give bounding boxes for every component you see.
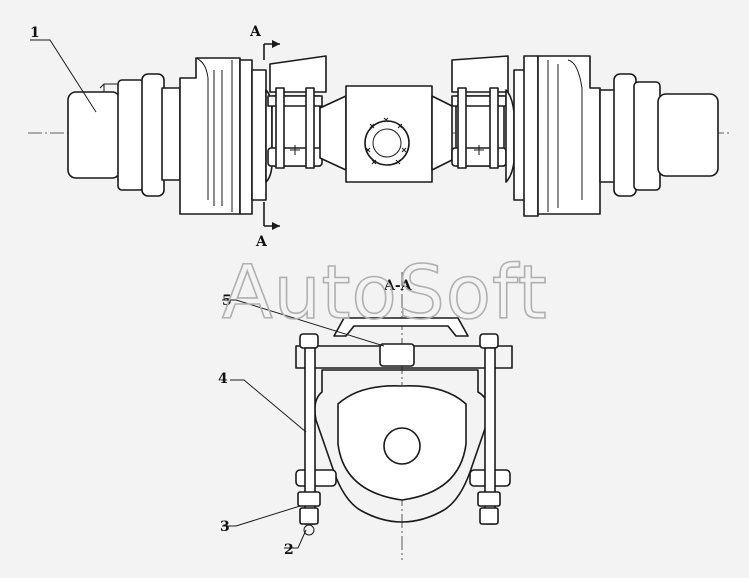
left-spring-seat: [265, 55, 327, 183]
right-u-bolt-1: [457, 87, 467, 169]
right-hub-2: [613, 73, 637, 197]
callout-5: 5: [222, 293, 232, 309]
right-drum-detail: [547, 59, 583, 212]
section-cut-marks: [263, 40, 280, 230]
callout-2: 2: [284, 542, 294, 558]
left-top-plate: [267, 95, 323, 107]
leader-4: [230, 379, 307, 433]
right-u-bolt-2: [489, 87, 499, 169]
leader-1: [30, 39, 97, 113]
left-hub-2: [141, 73, 165, 197]
shaft-section: [383, 427, 421, 465]
callout-4: 4: [218, 371, 228, 387]
right-lock-nut: [479, 507, 499, 525]
left-bolt-head: [299, 333, 319, 349]
housing-cavity: [337, 385, 467, 501]
section-a-a-view: [295, 272, 513, 560]
left-u-bolt-1: [275, 87, 285, 169]
right-mark: [474, 145, 484, 155]
left-brake-drum: [179, 57, 241, 215]
right-spring-seat: [451, 55, 515, 183]
upper-bracket: [333, 317, 469, 337]
right-bracket-plate: [451, 55, 509, 93]
left-hub-3: [161, 87, 181, 181]
callout-1: 1: [30, 25, 40, 41]
right-bolt: [477, 333, 501, 525]
right-nut: [477, 491, 501, 507]
section-marker-top: A: [249, 24, 262, 40]
left-u-bolt-2: [305, 87, 315, 169]
right-brake-drum: [537, 55, 601, 215]
section-marker-bottom: A: [255, 234, 268, 250]
left-lower-clamp: [295, 469, 337, 487]
left-nut: [297, 491, 321, 507]
leader-lines: [30, 39, 385, 549]
left-hub-1: [117, 79, 145, 191]
left-mark: [290, 145, 300, 155]
left-lock-nut: [299, 507, 319, 525]
left-bolt: [297, 333, 321, 536]
right-hub-1: [633, 81, 661, 191]
right-bolt-head: [479, 333, 499, 349]
center-housing: [319, 85, 453, 183]
center-bore-inner: [372, 128, 402, 158]
leader-5: [222, 299, 385, 347]
left-axle-end: [67, 57, 267, 215]
left-drum-detail: [195, 57, 233, 212]
section-arrow-top: [272, 40, 280, 48]
center-taper-left: [319, 95, 347, 171]
left-flange-2: [251, 69, 267, 201]
left-shaft-end: [67, 91, 121, 179]
right-axle-end: [513, 55, 719, 217]
left-bracket-plate: [269, 55, 327, 93]
left-bracket: [99, 83, 121, 92]
leader-2: [284, 529, 307, 549]
center-taper-right: [431, 95, 453, 171]
section-arrow-bottom: [272, 222, 280, 230]
left-flange: [239, 59, 253, 215]
center-pin-head: [379, 343, 415, 367]
leader-3: [222, 505, 301, 527]
center-bolt-marks: [365, 117, 407, 165]
right-flange: [523, 55, 539, 217]
watermark-logo: AutoSoft: [222, 250, 548, 336]
left-split-pin: [303, 524, 315, 536]
center-bore: [364, 120, 410, 166]
section-title: A-A: [383, 278, 413, 294]
axle-assembly-top-view: [28, 40, 730, 230]
right-shaft-end: [657, 93, 719, 177]
callout-3: 3: [220, 519, 230, 535]
right-neck: [505, 89, 515, 183]
